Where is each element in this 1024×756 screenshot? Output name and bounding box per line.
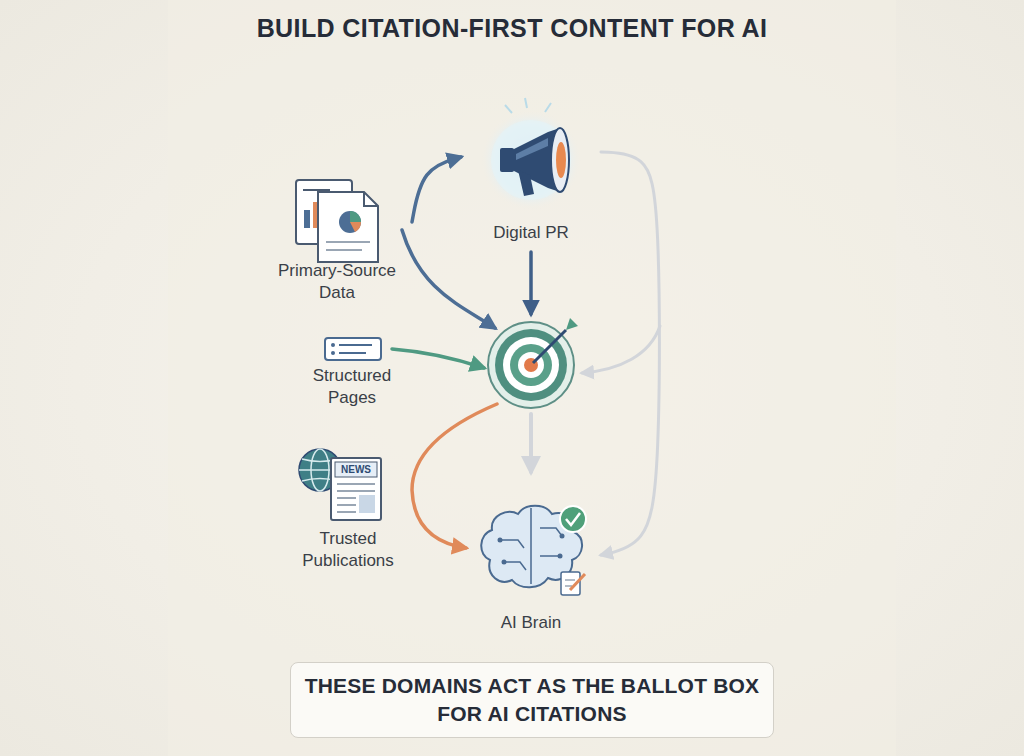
structured-page-icon-part	[325, 338, 381, 360]
node-label: Digital PR	[461, 222, 601, 244]
node-label: Structured Pages	[292, 365, 412, 409]
publications-icon-part	[337, 483, 375, 485]
icon-node: Digital PR	[461, 112, 601, 244]
publications-icon-part	[335, 462, 377, 477]
brain-icon-part	[565, 585, 572, 587]
structured-page-icon	[325, 338, 381, 360]
caption-box: THESE DOMAINS ACT AS THE BALLOT BOX FOR …	[290, 662, 774, 738]
icon-node: Primary-Source Data	[262, 172, 412, 304]
flow-arrows-part	[582, 326, 660, 373]
publications-icon-part	[359, 495, 375, 513]
structured-page-icon-part	[331, 351, 335, 355]
publications-icon-part	[337, 504, 356, 506]
documents-icon	[296, 180, 378, 262]
brain-icon-part	[566, 513, 580, 525]
icon-node: Structured Pages	[292, 335, 412, 409]
publications-icon-part	[337, 497, 356, 499]
icon-node: AI Brain	[461, 500, 601, 634]
flow-arrows-part	[412, 404, 497, 548]
target-icon-part	[495, 329, 567, 401]
node-label: Primary-Source Data	[262, 260, 412, 304]
brain-icon-part	[500, 508, 562, 584]
megaphone-icon-part	[518, 170, 534, 196]
megaphone-icon-part	[491, 120, 571, 200]
brain-icon-part	[498, 538, 503, 543]
documents-icon-part	[339, 211, 361, 233]
target-icon-part	[533, 330, 566, 363]
megaphone-icon-part	[551, 128, 569, 192]
publications-icon-part	[337, 511, 356, 513]
target-icon	[488, 318, 578, 408]
flow-connector	[412, 157, 461, 222]
brain-icon-part	[560, 534, 565, 539]
documents-icon-part	[318, 192, 378, 262]
documents-icon-part	[350, 222, 361, 232]
target-icon-part	[566, 318, 578, 330]
diagram-title: BUILD CITATION-FIRST CONTENT FOR AI	[0, 14, 1024, 43]
structured-page-icon-part	[339, 352, 366, 354]
documents-icon-part	[326, 241, 370, 243]
brain-icon-part	[560, 506, 586, 532]
megaphone-icon	[481, 98, 581, 210]
brain-icon-part	[502, 560, 507, 565]
flow-arrows-part	[392, 349, 484, 368]
brain-icon-part	[565, 579, 575, 581]
node-label: Trusted Publications	[278, 528, 418, 572]
node-label: AI Brain	[461, 612, 601, 634]
documents-icon-part	[304, 210, 310, 228]
flow-arrows-part	[529, 252, 533, 314]
publications-icon-part	[331, 458, 381, 520]
megaphone-icon-part	[500, 148, 514, 172]
center-panel	[168, 0, 896, 756]
documents-icon-part	[326, 249, 362, 251]
flow-arrows	[392, 230, 660, 548]
flow-arrows-part	[402, 230, 495, 328]
documents-icon-part	[364, 192, 378, 206]
brain-icon-part	[558, 554, 563, 559]
brain-icon	[481, 506, 586, 595]
icon-label: NEWS	[335, 464, 377, 476]
megaphone-icon-part	[481, 110, 581, 210]
megaphone-icon-part	[505, 98, 551, 113]
publications-icon-part	[337, 490, 375, 492]
documents-icon-part	[350, 211, 361, 222]
target-icon-part	[488, 322, 574, 408]
documents-icon-part	[303, 189, 330, 191]
publications-icon	[299, 449, 381, 520]
flow-connector	[601, 152, 659, 555]
caption-text: THESE DOMAINS ACT AS THE BALLOT BOX FOR …	[303, 672, 761, 728]
flow-arrows-part	[529, 414, 533, 472]
structured-page-icon-part	[339, 344, 372, 346]
megaphone-icon-part	[556, 142, 566, 178]
megaphone-icon-part	[516, 138, 548, 160]
brain-icon-part	[570, 574, 585, 590]
structured-page-icon-part	[331, 343, 335, 347]
